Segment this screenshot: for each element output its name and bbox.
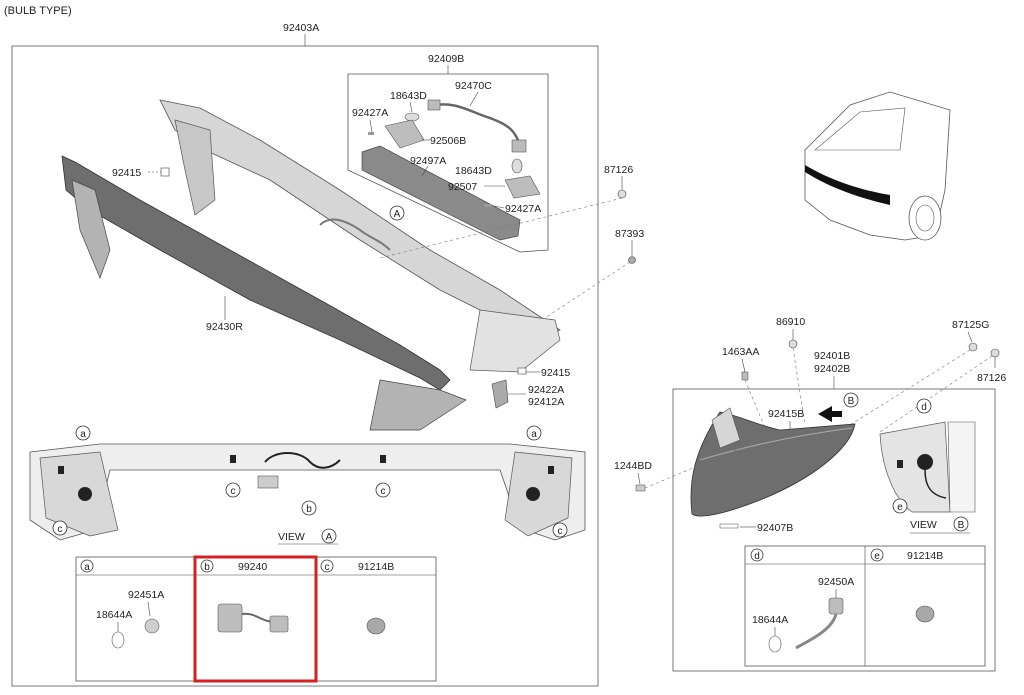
diagram-title: (BULB TYPE)	[4, 5, 72, 17]
label-87126-top: 87126	[604, 164, 633, 176]
lamp-housing-shape	[384, 119, 425, 149]
table-left-key-b: b	[204, 562, 210, 573]
label-92506B: 92506B	[430, 135, 466, 147]
label-87393: 87393	[615, 228, 644, 240]
label-86910: 86910	[776, 316, 805, 328]
callout-b: B	[848, 396, 855, 407]
label-92470C: 92470C	[455, 80, 492, 92]
label-92427A-left: 92427A	[352, 107, 388, 119]
table-left-key-a: a	[84, 562, 90, 573]
label-18644A-d: 18644A	[752, 614, 788, 626]
label-92412A: 92412A	[528, 396, 564, 408]
label-1463AA: 1463AA	[722, 346, 759, 358]
label-92403A: 92403A	[283, 22, 319, 34]
label-92427A-right: 92427A	[505, 203, 541, 215]
view-a-letter: A	[326, 532, 333, 543]
car-thumbnail	[804, 91, 951, 241]
label-92415-right: 92415	[541, 367, 570, 379]
label-92430R: 92430R	[206, 321, 243, 333]
marker-c-right: c	[558, 526, 563, 537]
table-right-key-d: d	[754, 551, 760, 562]
label-92415-left: 92415	[112, 167, 141, 179]
label-18643D-top: 18643D	[390, 90, 427, 102]
table-left-key-c: c	[325, 562, 330, 573]
table-left-part-b: 99240	[238, 561, 267, 573]
highlight-99240	[193, 555, 318, 683]
marker-c-mid-left: c	[231, 486, 236, 497]
callout-a: A	[394, 209, 401, 220]
marker-d: d	[921, 402, 927, 413]
label-92497A: 92497A	[410, 155, 446, 167]
label-92507: 92507	[448, 181, 477, 193]
garnish-bracket-shape	[361, 145, 521, 241]
label-92415B: 92415B	[768, 408, 804, 420]
garnish-strip-shape	[61, 155, 451, 391]
label-18643D-mid: 18643D	[455, 165, 492, 177]
label-92422A: 92422A	[528, 384, 564, 396]
view-a-label: VIEW	[278, 531, 305, 543]
harness-shape	[429, 103, 522, 147]
label-92409B: 92409B	[428, 53, 464, 65]
marker-c-left: c	[58, 524, 63, 535]
view-b-arrow	[818, 406, 842, 422]
label-92450A: 92450A	[818, 576, 854, 588]
label-18644A-a: 18644A	[96, 609, 132, 621]
marker-a-right: a	[531, 429, 537, 440]
table-right-part-e: 91214B	[907, 550, 943, 562]
view-b-label: VIEW	[910, 519, 937, 531]
label-92451A: 92451A	[128, 589, 164, 601]
marker-c-mid-right: c	[381, 486, 386, 497]
label-92407B: 92407B	[757, 522, 793, 534]
marker-b: b	[306, 504, 312, 515]
label-1244BD: 1244BD	[614, 460, 652, 472]
label-92401B: 92401B	[814, 350, 850, 362]
marker-e: e	[897, 502, 903, 513]
table-right-key-e: e	[874, 551, 880, 562]
label-87125G: 87125G	[952, 319, 989, 331]
view-b-letter: B	[958, 520, 965, 531]
label-92402B: 92402B	[814, 363, 850, 375]
marker-a-left: a	[80, 429, 86, 440]
label-87126-right: 87126	[977, 372, 1006, 384]
view-b-panel	[879, 421, 951, 513]
table-left-part-c: 91214B	[358, 561, 394, 573]
sub-assembly-frame	[347, 73, 549, 253]
